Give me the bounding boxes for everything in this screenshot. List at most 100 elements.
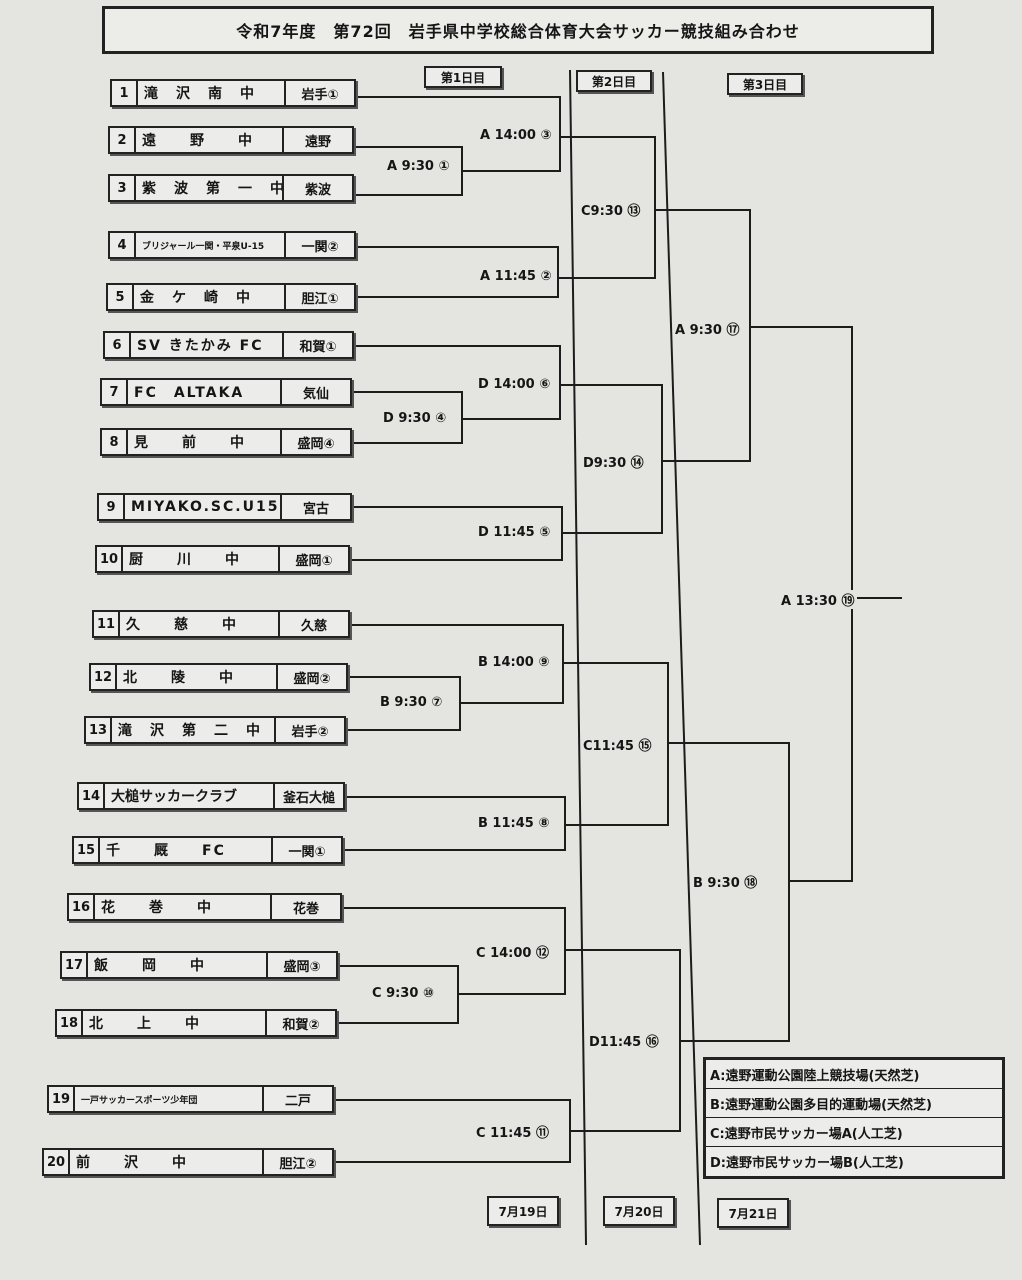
team-region: 胆江②	[279, 1156, 317, 1172]
day3-header: 第3日目	[727, 73, 803, 95]
match-label: C11:45 ⑮	[581, 735, 654, 754]
team-name: 久 慈 中	[120, 612, 280, 636]
day-divider-1	[569, 69, 587, 1246]
team-number: 9	[99, 495, 125, 519]
team-number: 14	[79, 784, 105, 808]
team-name: ブリジャール一関・平泉U-15	[136, 233, 286, 257]
match-label: A 11:45 ②	[478, 269, 554, 284]
line-match-14	[560, 384, 663, 534]
team-row: 18 北 上 中 和賀②	[55, 1009, 337, 1037]
team-name: 大槌サッカークラブ	[105, 784, 275, 808]
team-number: 18	[57, 1011, 83, 1035]
team-number: 5	[108, 285, 134, 309]
team-region: 岩手①	[301, 87, 339, 103]
team-region: 花巻	[292, 901, 319, 917]
venue-legend: A:遠野運動公園陸上競技場(天然芝) B:遠野運動公園多目的運動場(天然芝) C…	[703, 1057, 1005, 1179]
team-row: 10 厨 川 中 盛岡①	[95, 545, 350, 573]
legend-item: C:遠野市民サッカー場A(人工芝)	[706, 1118, 1002, 1147]
team-region: 盛岡②	[293, 671, 331, 687]
line-match-17	[655, 209, 751, 462]
match-label: D11:45 ⑯	[587, 1031, 661, 1050]
team-name: 飯 岡 中	[88, 953, 268, 977]
title-text: 令和7年度 第72回 岩手県中学校総合体育大会サッカー競技組み合わせ	[236, 22, 800, 41]
team-number: 20	[44, 1150, 70, 1174]
team-row: 12 北 陵 中 盛岡②	[89, 663, 348, 691]
line-match-4	[352, 391, 463, 444]
date-day1: 7月19日	[487, 1196, 559, 1226]
day2-header: 第2日目	[576, 70, 652, 92]
legend-item: A:遠野運動公園陸上競技場(天然芝)	[706, 1060, 1002, 1089]
page-title: 令和7年度 第72回 岩手県中学校総合体育大会サッカー競技組み合わせ	[102, 6, 934, 54]
date-day2: 7月20日	[603, 1196, 675, 1226]
team-number: 15	[74, 838, 100, 862]
team-name: 前 沢 中	[70, 1150, 264, 1174]
team-region: 紫波	[304, 182, 331, 198]
team-row: 9 MIYAKO.SC.U15 宮古	[97, 493, 352, 521]
team-number: 4	[110, 233, 136, 257]
team-region: 岩手②	[291, 724, 329, 740]
team-name: 厨 川 中	[123, 547, 280, 571]
team-number: 17	[62, 953, 88, 977]
day-divider-2	[662, 71, 701, 1246]
team-name: 北 陵 中	[117, 665, 278, 689]
team-number: 2	[110, 128, 136, 152]
match-label: B 14:00 ⑨	[476, 655, 552, 670]
team-row: 6 SV きたかみ FC 和賀①	[103, 331, 354, 359]
match-label: C 9:30 ⑩	[370, 986, 436, 1001]
team-name: 滝 沢 南 中	[138, 81, 286, 105]
line-match-3	[356, 96, 561, 172]
team-row: 3 紫 波 第 一 中 紫波	[108, 174, 354, 202]
team-row: 15 千 厩 FC 一関①	[72, 836, 343, 864]
team-name: 花 巻 中	[95, 895, 272, 919]
team-number: 12	[91, 665, 117, 689]
team-region: 宮古	[302, 501, 329, 517]
team-row: 4 ブリジャール一関・平泉U-15 一関②	[108, 231, 356, 259]
team-name: FC ALTAKA	[128, 380, 282, 404]
team-region: 盛岡③	[283, 959, 321, 975]
team-name: 金 ケ 崎 中	[134, 285, 286, 309]
team-name: 一戸サッカースポーツ少年団	[75, 1087, 264, 1111]
team-number: 11	[94, 612, 120, 636]
team-region: 気仙	[302, 386, 329, 402]
team-row: 17 飯 岡 中 盛岡③	[60, 951, 338, 979]
team-name: 北 上 中	[83, 1011, 267, 1035]
match-label: B 9:30 ⑦	[378, 695, 445, 710]
team-number: 1	[112, 81, 138, 105]
match-label: C9:30 ⑬	[579, 200, 643, 219]
team-number: 3	[110, 176, 136, 200]
team-name: 千 厩 FC	[100, 838, 273, 862]
team-name: SV きたかみ FC	[131, 333, 284, 357]
legend-item: D:遠野市民サッカー場B(人工芝)	[710, 1156, 904, 1171]
team-name: 遠 野 中	[136, 128, 284, 152]
team-number: 19	[49, 1087, 75, 1111]
match-label: D 14:00 ⑥	[476, 377, 553, 392]
match-label: A 13:30 ⑲	[779, 590, 857, 609]
team-number: 10	[97, 547, 123, 571]
team-row: 19 一戸サッカースポーツ少年団 二戸	[47, 1085, 334, 1113]
team-number: 13	[86, 718, 112, 742]
line-match-18	[668, 742, 790, 1042]
team-row: 14 大槌サッカークラブ 釜石大槌	[77, 782, 345, 810]
date-day3: 7月21日	[717, 1198, 789, 1228]
match-label: A 14:00 ③	[478, 128, 554, 143]
team-row: 2 遠 野 中 遠野	[108, 126, 354, 154]
line-match-2	[356, 246, 559, 298]
match-label: D 11:45 ⑤	[476, 525, 553, 540]
team-row: 1 滝 沢 南 中 岩手①	[110, 79, 356, 107]
team-row: 20 前 沢 中 胆江②	[42, 1148, 334, 1176]
match-label: C 14:00 ⑫	[474, 942, 551, 961]
team-region: 一関②	[301, 239, 339, 255]
team-region: 盛岡①	[295, 553, 333, 569]
team-name: 滝 沢 第 二 中	[112, 718, 276, 742]
team-row: 8 見 前 中 盛岡④	[100, 428, 352, 456]
match-label: D9:30 ⑭	[581, 452, 646, 471]
line-match-13	[558, 136, 656, 279]
team-region: 和賀①	[299, 339, 337, 355]
team-number: 8	[102, 430, 128, 454]
team-region: 一関①	[288, 844, 326, 860]
line-match-6	[354, 345, 561, 420]
team-region: 久慈	[300, 618, 327, 634]
team-region: 釜石大槌	[282, 790, 335, 806]
team-region: 盛岡④	[297, 436, 335, 452]
